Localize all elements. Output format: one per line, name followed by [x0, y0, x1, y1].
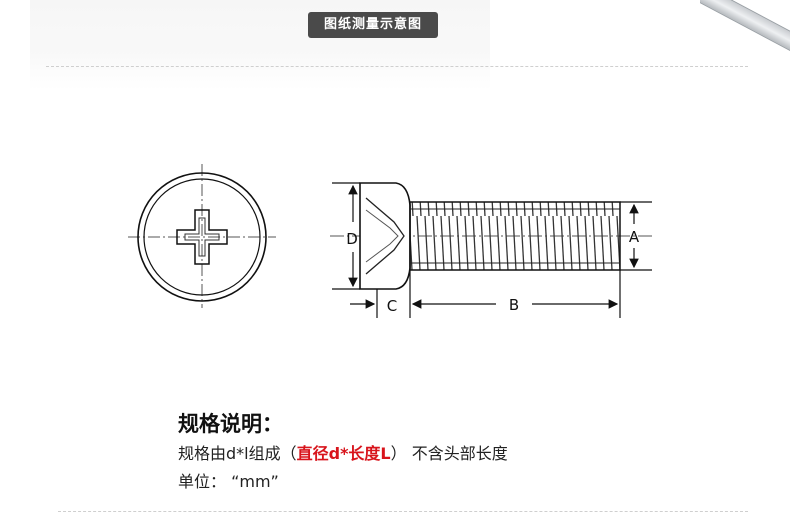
label-c: C [387, 297, 397, 315]
dimension-a: A [620, 201, 652, 271]
bottom-divider [58, 511, 748, 512]
dimension-c: C [350, 270, 411, 318]
spec-format-highlight: 直径d*长度L [296, 444, 391, 463]
label-a: A [629, 228, 640, 246]
spec-title: 规格说明： [178, 412, 283, 436]
spec-format-prefix: 规格由d*l组成（ [178, 444, 297, 463]
label-b: B [509, 296, 519, 314]
spec-line-unit: 单位： “mm” [178, 472, 279, 491]
dimension-b: B [411, 270, 621, 318]
screw-head-end-view [128, 164, 276, 308]
screw-drawing: D A C B [128, 164, 655, 318]
top-divider [46, 66, 748, 67]
screw-side-view [330, 182, 655, 290]
page-title: 图纸测量示意图 [308, 12, 438, 38]
spec-line-format: 规格由d*l组成（直径d*长度L） 不含头部长度 [178, 440, 508, 464]
spec-format-suffix: ） 不含头部长度 [390, 444, 508, 463]
label-d: D [346, 230, 358, 248]
dimension-d: D [332, 182, 360, 290]
